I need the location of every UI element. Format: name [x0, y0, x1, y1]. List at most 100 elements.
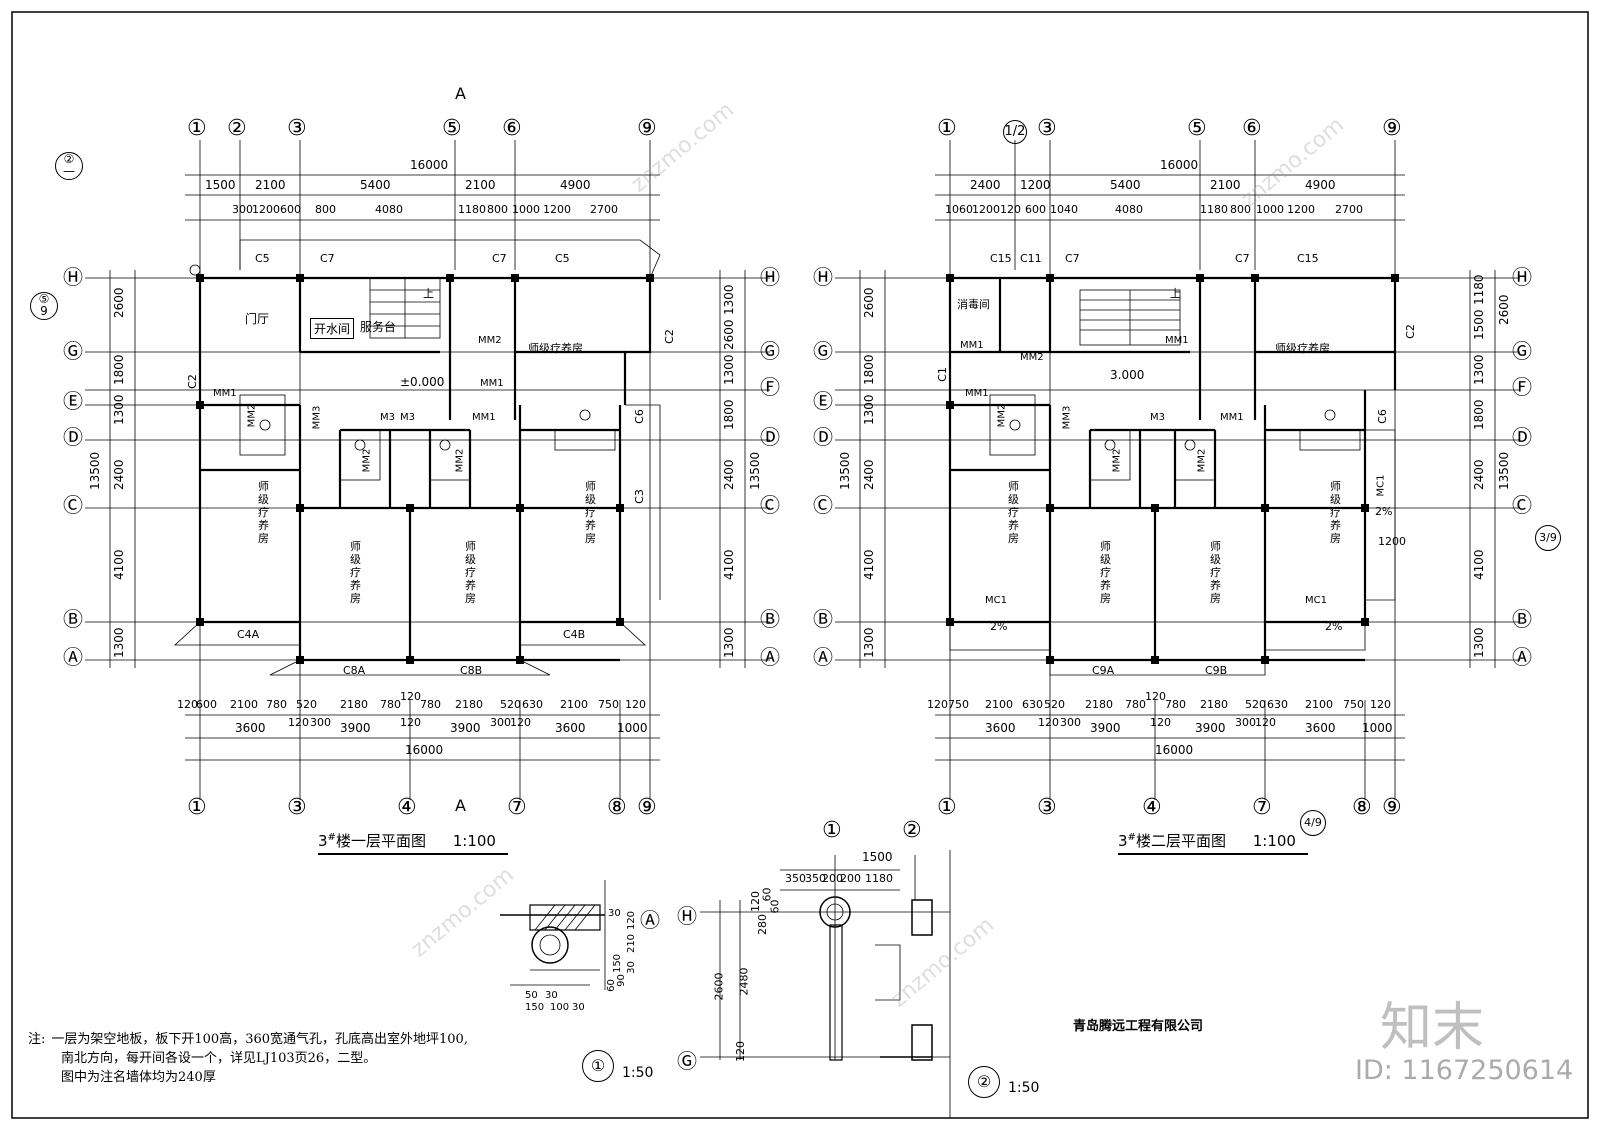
dim: 800 — [315, 203, 336, 216]
axis-label: Ⓖ — [63, 339, 83, 363]
room-label-vertical: 师级疗养房 — [465, 540, 476, 605]
balconies — [949, 429, 1396, 676]
second-floor-plan — [835, 140, 1520, 800]
window-tag: C8B — [460, 664, 483, 677]
axis-label: ① — [187, 116, 207, 141]
axis-label: Ⓕ — [760, 375, 780, 399]
dim: 120 — [400, 690, 421, 703]
dim: 1180 — [458, 203, 486, 216]
dim: 120 — [177, 698, 198, 711]
plan-title: 3#楼一层平面图 1:100 — [318, 830, 508, 855]
axis-label: Ⓒ — [760, 493, 780, 517]
dim: 300 — [490, 716, 511, 729]
axis-label: ⑧ — [607, 795, 627, 820]
dim: 1200 — [252, 203, 280, 216]
dim-overall: 16000 — [405, 743, 444, 757]
stair — [1079, 289, 1181, 346]
axis-label: Ⓔ — [63, 389, 83, 413]
dimension-lines — [109, 174, 746, 761]
axis-label: Ⓒ — [63, 493, 83, 517]
dim: 3900 — [340, 721, 371, 735]
dim: 120 — [510, 716, 531, 729]
dim: 780 — [266, 698, 287, 711]
door-tag: M3 — [400, 412, 415, 423]
dim-vertical: 2400 — [112, 459, 126, 490]
axis-label: ⑤ — [442, 116, 462, 141]
room-label: 开水间 — [310, 318, 355, 339]
axis-label: ⑨ — [637, 795, 657, 820]
axis-label: Ⓗ — [63, 265, 83, 289]
section-mark: A — [455, 84, 466, 103]
window-tag: C6 — [632, 409, 646, 424]
fixtures — [989, 394, 1361, 481]
axis-grid — [835, 140, 1520, 800]
axis-label: ② — [227, 116, 247, 141]
dim: 120 — [288, 716, 309, 729]
dim: 2100 — [560, 698, 588, 711]
dim-overall: 16000 — [410, 158, 449, 172]
dim-vertical: 2600 — [112, 287, 126, 318]
title-superscript: # — [327, 832, 336, 843]
detail-2-drawing — [700, 850, 951, 1118]
callout-symbol: ⑤ 9 — [30, 292, 58, 320]
dim: 3900 — [450, 721, 481, 735]
bay-windows — [173, 239, 661, 676]
title-number: 3 — [318, 832, 328, 850]
dim: 780 — [420, 698, 441, 711]
dim: 2700 — [590, 203, 618, 216]
axis-label: Ⓓ — [63, 425, 83, 449]
dim-vertical: 1800 — [112, 354, 126, 385]
section-mark: A — [455, 796, 466, 815]
axis-label: ③ — [287, 116, 307, 141]
window-tag: C2 — [185, 374, 199, 389]
dim: 750 — [598, 698, 619, 711]
room-label-vertical: 师级疗养房 — [585, 480, 596, 545]
watermark-brand: 知末 — [1380, 998, 1485, 1058]
axis-label: ③ — [287, 795, 307, 820]
dim: 1000 — [512, 203, 540, 216]
dim: 2180 — [340, 698, 368, 711]
dim-vertical: 2600 — [722, 319, 736, 350]
dim-vertical: 1300 — [112, 394, 126, 425]
dim: 2100 — [465, 178, 496, 192]
dim-vertical: 1300 — [722, 284, 736, 315]
stair — [369, 277, 441, 339]
dim: 520 — [296, 698, 317, 711]
axis-label: ④ — [397, 795, 417, 820]
room-label-vertical: 师级疗养房 — [258, 480, 269, 545]
axis-label: ⑦ — [507, 795, 527, 820]
room-label-vertical: 师级疗养房 — [350, 540, 361, 605]
walls — [948, 276, 1397, 662]
door-tag: MM1 — [472, 412, 496, 423]
room-label: 师级疗养房 — [528, 342, 583, 355]
axis-label: Ⓑ — [760, 607, 780, 631]
dim: 3600 — [235, 721, 266, 735]
dim: 2100 — [255, 178, 286, 192]
door-tag: MM1 — [480, 378, 504, 389]
dim: 120 — [625, 698, 646, 711]
door-tag: MM2 — [246, 403, 258, 428]
dim: 4900 — [560, 178, 591, 192]
window-tag: C4A — [237, 628, 260, 641]
callout-bottom: — — [63, 164, 75, 178]
dim: 120 — [400, 716, 421, 729]
window-tag: C2 — [662, 329, 676, 344]
window-tag: C8A — [343, 664, 366, 677]
first-floor-labels: ① ② ③ ⑤ ⑥ ⑨ A A 16000 1500 2100 5400 210… — [0, 0, 800, 855]
window-tag: C7 — [320, 252, 335, 265]
stair-label: 上 — [423, 287, 434, 300]
watermark-id: ID: 1167250614 — [1355, 1055, 1574, 1086]
window-tag: C5 — [255, 252, 270, 265]
first-floor-plan — [85, 140, 770, 800]
sheet-border — [11, 11, 1589, 1119]
dim-vertical: 1300 — [112, 627, 126, 658]
door-tag: MM2 — [478, 335, 502, 346]
dim: 1000 — [617, 721, 648, 735]
room-label: 门厅 — [245, 312, 270, 326]
window-tag: C7 — [492, 252, 507, 265]
door-tag: MM2 — [361, 448, 373, 473]
dim: 800 — [487, 203, 508, 216]
door-tag: MM1 — [213, 388, 237, 399]
dim-vertical: 2400 — [722, 459, 736, 490]
dim: 5400 — [360, 178, 391, 192]
